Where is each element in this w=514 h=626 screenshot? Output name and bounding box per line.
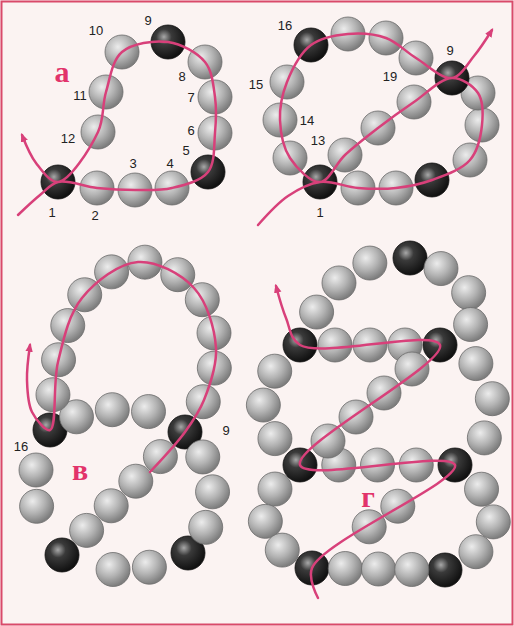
bead: [465, 472, 499, 506]
bead: [96, 552, 130, 586]
bead: [94, 489, 128, 523]
callout-number: 5: [182, 143, 189, 158]
callout-number: 6: [187, 123, 194, 138]
threads: [18, 30, 492, 598]
bead: [367, 376, 401, 410]
thread: [276, 286, 455, 598]
bead: [300, 295, 334, 329]
bead: [424, 252, 458, 286]
callout-number: 4: [166, 156, 173, 171]
bead: [311, 424, 345, 458]
bead: [328, 552, 362, 586]
bead: [265, 533, 299, 567]
callout-number: 9: [446, 43, 453, 58]
bead: [352, 510, 386, 544]
bead: [353, 246, 387, 280]
bead: [20, 489, 54, 523]
bead: [258, 472, 292, 506]
bead: [258, 422, 292, 456]
bead: [362, 552, 396, 586]
callout-number: 1: [48, 205, 55, 220]
callout-number: 14: [300, 113, 314, 128]
callout-number: 2: [91, 208, 98, 223]
panel-letter: г: [361, 480, 375, 514]
bead: [189, 510, 223, 544]
bead: [459, 535, 493, 569]
bead: [19, 453, 53, 487]
bead: [395, 553, 429, 587]
dark-bead: [393, 241, 427, 275]
callout-number: 8: [178, 69, 185, 84]
bead: [459, 347, 493, 381]
callout-number: 16: [278, 18, 292, 33]
bead: [36, 378, 70, 412]
callout-number: 15: [249, 77, 263, 92]
bead: [258, 354, 292, 388]
thread: [27, 262, 216, 472]
bead: [381, 489, 415, 523]
bead: [132, 395, 166, 429]
bead: [186, 440, 220, 474]
callout-number: 3: [129, 156, 136, 171]
callout-number: 10: [89, 23, 103, 38]
bead: [143, 440, 177, 474]
bead: [454, 307, 488, 341]
bead: [395, 352, 429, 386]
dark-bead: [428, 553, 462, 587]
thread: [258, 30, 492, 225]
thread: [18, 41, 216, 215]
bead: [322, 266, 356, 300]
bead: [95, 393, 129, 427]
bead: [248, 504, 282, 538]
bead: [119, 464, 153, 498]
callout-number: 13: [311, 133, 325, 148]
bead: [467, 421, 501, 455]
beads: [19, 17, 510, 587]
callout-number: 9: [144, 13, 151, 28]
callout-number: 16: [14, 439, 28, 454]
bead: [196, 475, 230, 509]
bead: [399, 448, 433, 482]
bead: [318, 328, 352, 362]
bead: [246, 388, 280, 422]
callout-number: 11: [73, 88, 87, 103]
panel-letter: а: [55, 55, 70, 89]
bead: [452, 276, 486, 310]
callout-number: 12: [61, 131, 75, 146]
panel-letter: в: [72, 453, 88, 487]
callout-number: 9: [222, 423, 229, 438]
dark-bead: [45, 538, 79, 572]
bead: [70, 513, 104, 547]
bead: [132, 550, 166, 584]
bead: [476, 505, 510, 539]
callout-number: 19: [383, 69, 397, 84]
callout-number: 1: [316, 205, 323, 220]
bead: [475, 382, 509, 416]
callout-number: 7: [187, 90, 194, 105]
